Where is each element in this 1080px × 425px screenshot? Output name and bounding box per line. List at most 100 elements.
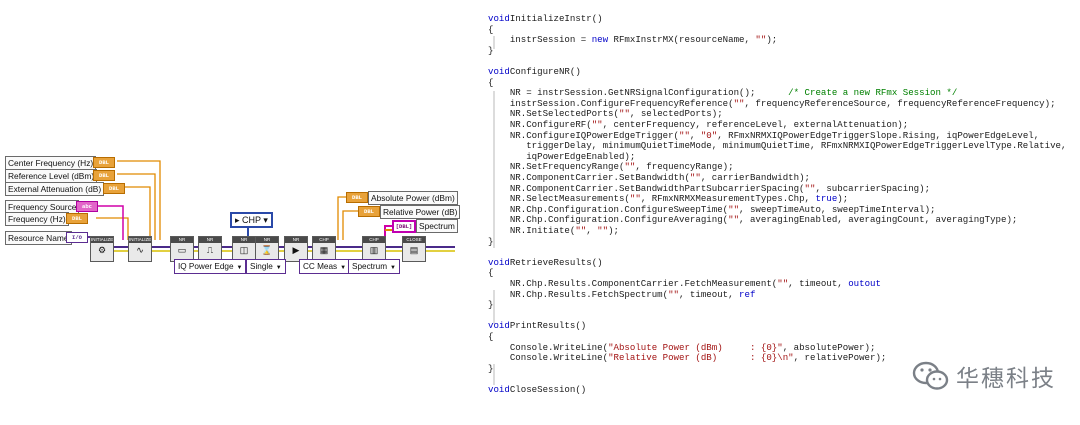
measurement-type-selector[interactable]: ▸ CHP ▾ (230, 212, 273, 228)
code-token: NR.ConfigureRF( (488, 119, 592, 130)
code-token: "" (728, 203, 740, 215)
code-line: { (488, 76, 494, 89)
nr-trigger-node[interactable]: NR⎍ (198, 236, 222, 262)
gear-icon: ⚙ (97, 245, 107, 255)
code-token: "Relative Power (dB) : {0}\n" (608, 352, 794, 364)
indicator-spectrum[interactable]: Spectrum (416, 219, 458, 233)
code-line: instrSession = new RFmxInstrMX(resourceN… (488, 34, 777, 46)
string-terminal[interactable]: abc (76, 201, 98, 212)
code-line: NR.SetFrequencyRange("", frequencyRange)… (488, 162, 734, 173)
dropdown-arrow-icon: ▼ (236, 265, 243, 271)
control-frequency-hz[interactable]: Frequency (Hz) (5, 212, 69, 226)
code-line: instrSession.ConfigureFrequencyReference… (488, 97, 1056, 110)
code-line: { (488, 331, 493, 343)
chevron-left-icon: ▸ (235, 215, 240, 225)
labview-block-diagram: Center Frequency (Hz) DBL Reference Leve… (0, 0, 470, 425)
control-reference-level[interactable]: Reference Level (dBm) (5, 169, 98, 183)
code-token: Console.WriteLine( (488, 352, 609, 364)
spectrum-dropdown[interactable]: Spectrum▼ (348, 259, 400, 274)
code-token: instrSession.ConfigureFrequencyReference… (488, 97, 734, 109)
code-token: void (488, 384, 510, 395)
selector-value: CHP (242, 215, 261, 225)
dbl-terminal[interactable]: DBL (93, 170, 115, 181)
nr-sweep-node[interactable]: NR⌛ (255, 236, 279, 262)
node-header: INITIALIZE (91, 237, 114, 243)
code-line: voidRetrieveResults() (488, 256, 603, 269)
nr-config-node[interactable]: NR ▭ (170, 236, 194, 262)
dropdown-value: CC Meas (303, 262, 338, 271)
node-header: NR (171, 237, 193, 243)
code-token: ); (608, 225, 620, 236)
code-token: "" (591, 119, 603, 130)
indicator-absolute-power[interactable]: Absolute Power (dBm) (368, 191, 458, 205)
code-line: NR.Chp.Configuration.ConfigureSweepTime(… (488, 203, 936, 216)
code-token: out (848, 278, 865, 289)
code-token: "" (597, 225, 609, 236)
trigger-type-dropdown[interactable]: IQ Power Edge▼ (174, 259, 247, 274)
node-header: CHP (313, 237, 335, 243)
code-token: , (689, 129, 701, 141)
initialize-node[interactable]: INITIALIZE ⚙ (90, 236, 114, 262)
node-header: NR (233, 237, 255, 243)
close-node[interactable]: CLOSE▤ (402, 236, 426, 262)
code-line: triggerDelay, minimumQuietTimeMode, mini… (488, 140, 1066, 152)
dbl-terminal[interactable]: DBL (358, 206, 380, 217)
dbl-terminal[interactable]: DBL (66, 213, 88, 224)
code-line: NR.Chp.Configuration.ConfigureAveraging(… (488, 214, 1018, 226)
code-token: NR.Chp.Results.FetchSpectrum( (488, 288, 669, 300)
code-token: RetrieveResults() (509, 256, 603, 268)
code-token: "" (679, 129, 690, 141)
nr-initiate-node[interactable]: NR▶ (284, 236, 308, 262)
code-line: Console.WriteLine("Relative Power (dB) :… (488, 352, 887, 364)
code-token: void (488, 13, 510, 24)
close-icon: ▤ (409, 245, 419, 255)
rf-icon: ▭ (177, 245, 187, 255)
code-line: Console.WriteLine("Absolute Power (dBm) … (488, 341, 876, 354)
control-center-frequency[interactable]: Center Frequency (Hz) (5, 156, 97, 170)
indicator-relative-power[interactable]: Relative Power (dB) (380, 205, 461, 219)
block-brackets (493, 36, 495, 385)
array-terminal[interactable]: [DBL] (392, 220, 416, 233)
code-token: , timeout, (679, 288, 740, 300)
control-external-attenuation[interactable]: External Attenuation (dB) (5, 182, 105, 196)
code-line: } (488, 363, 493, 375)
code-token: InitializeInstr() (509, 13, 603, 24)
chp-spectrum-node[interactable]: CHP▥ (362, 236, 386, 262)
code-line: NR.ComponentCarrier.SetBandwidthPartSubc… (488, 183, 930, 195)
io-terminal[interactable]: I/O (66, 232, 88, 243)
code-token: ref (739, 288, 756, 300)
nr-select-node[interactable]: NR◫ (232, 236, 256, 262)
dropdown-value: Spectrum (352, 262, 388, 271)
code-token: , selectedPorts); (629, 108, 723, 120)
code-line: NR.SetSelectedPorts("", selectedPorts); (488, 109, 723, 120)
code-token: NR.SetFrequencyRange( (488, 161, 625, 173)
config-node[interactable]: INITIALIZE∿ (128, 236, 152, 262)
dbl-terminal[interactable]: DBL (346, 192, 368, 203)
wechat-icon (912, 361, 949, 390)
dbl-terminal[interactable]: DBL (103, 183, 125, 194)
code-token: "" (777, 278, 789, 289)
watermark: 华穗科技 (912, 356, 1056, 396)
code-token: NR = instrSession.GetNRSignalConfigurati… (488, 87, 789, 99)
code-token: instrSession = (488, 34, 592, 46)
code-token: "" (668, 288, 680, 300)
sweep-icon: ⌛ (261, 245, 273, 255)
cc-meas-dropdown[interactable]: CC Meas▼ (299, 259, 351, 274)
code-token: { (488, 23, 494, 35)
sweep-mode-dropdown[interactable]: Single▼ (246, 259, 286, 274)
code-token: , averagingEnabled, averagingCount, aver… (739, 214, 1018, 226)
code-token: } (488, 44, 494, 56)
code-line: voidPrintResults() (488, 321, 586, 332)
code-line: { (488, 23, 494, 36)
control-resource-name[interactable]: Resource Name (5, 231, 72, 245)
dbl-terminal[interactable]: DBL (93, 157, 115, 168)
code-editor: voidInitializeInstr(){ instrSession = ne… (478, 0, 1078, 425)
code-token: "Absolute Power (dBm) : {0}" (608, 341, 783, 353)
code-token: NR.ComponentCarrier.SetBandwidth( (488, 172, 690, 183)
code-token: { (488, 76, 494, 88)
code-token: NR.Initiate( (488, 225, 576, 236)
code-token: , centerFrequency, referenceLevel, exter… (602, 119, 909, 130)
code-line: NR.ComponentCarrier.SetBandwidth("", car… (488, 172, 810, 184)
code-token: "" (624, 161, 636, 173)
code-line: iqPowerEdgeEnabled); (488, 151, 635, 163)
